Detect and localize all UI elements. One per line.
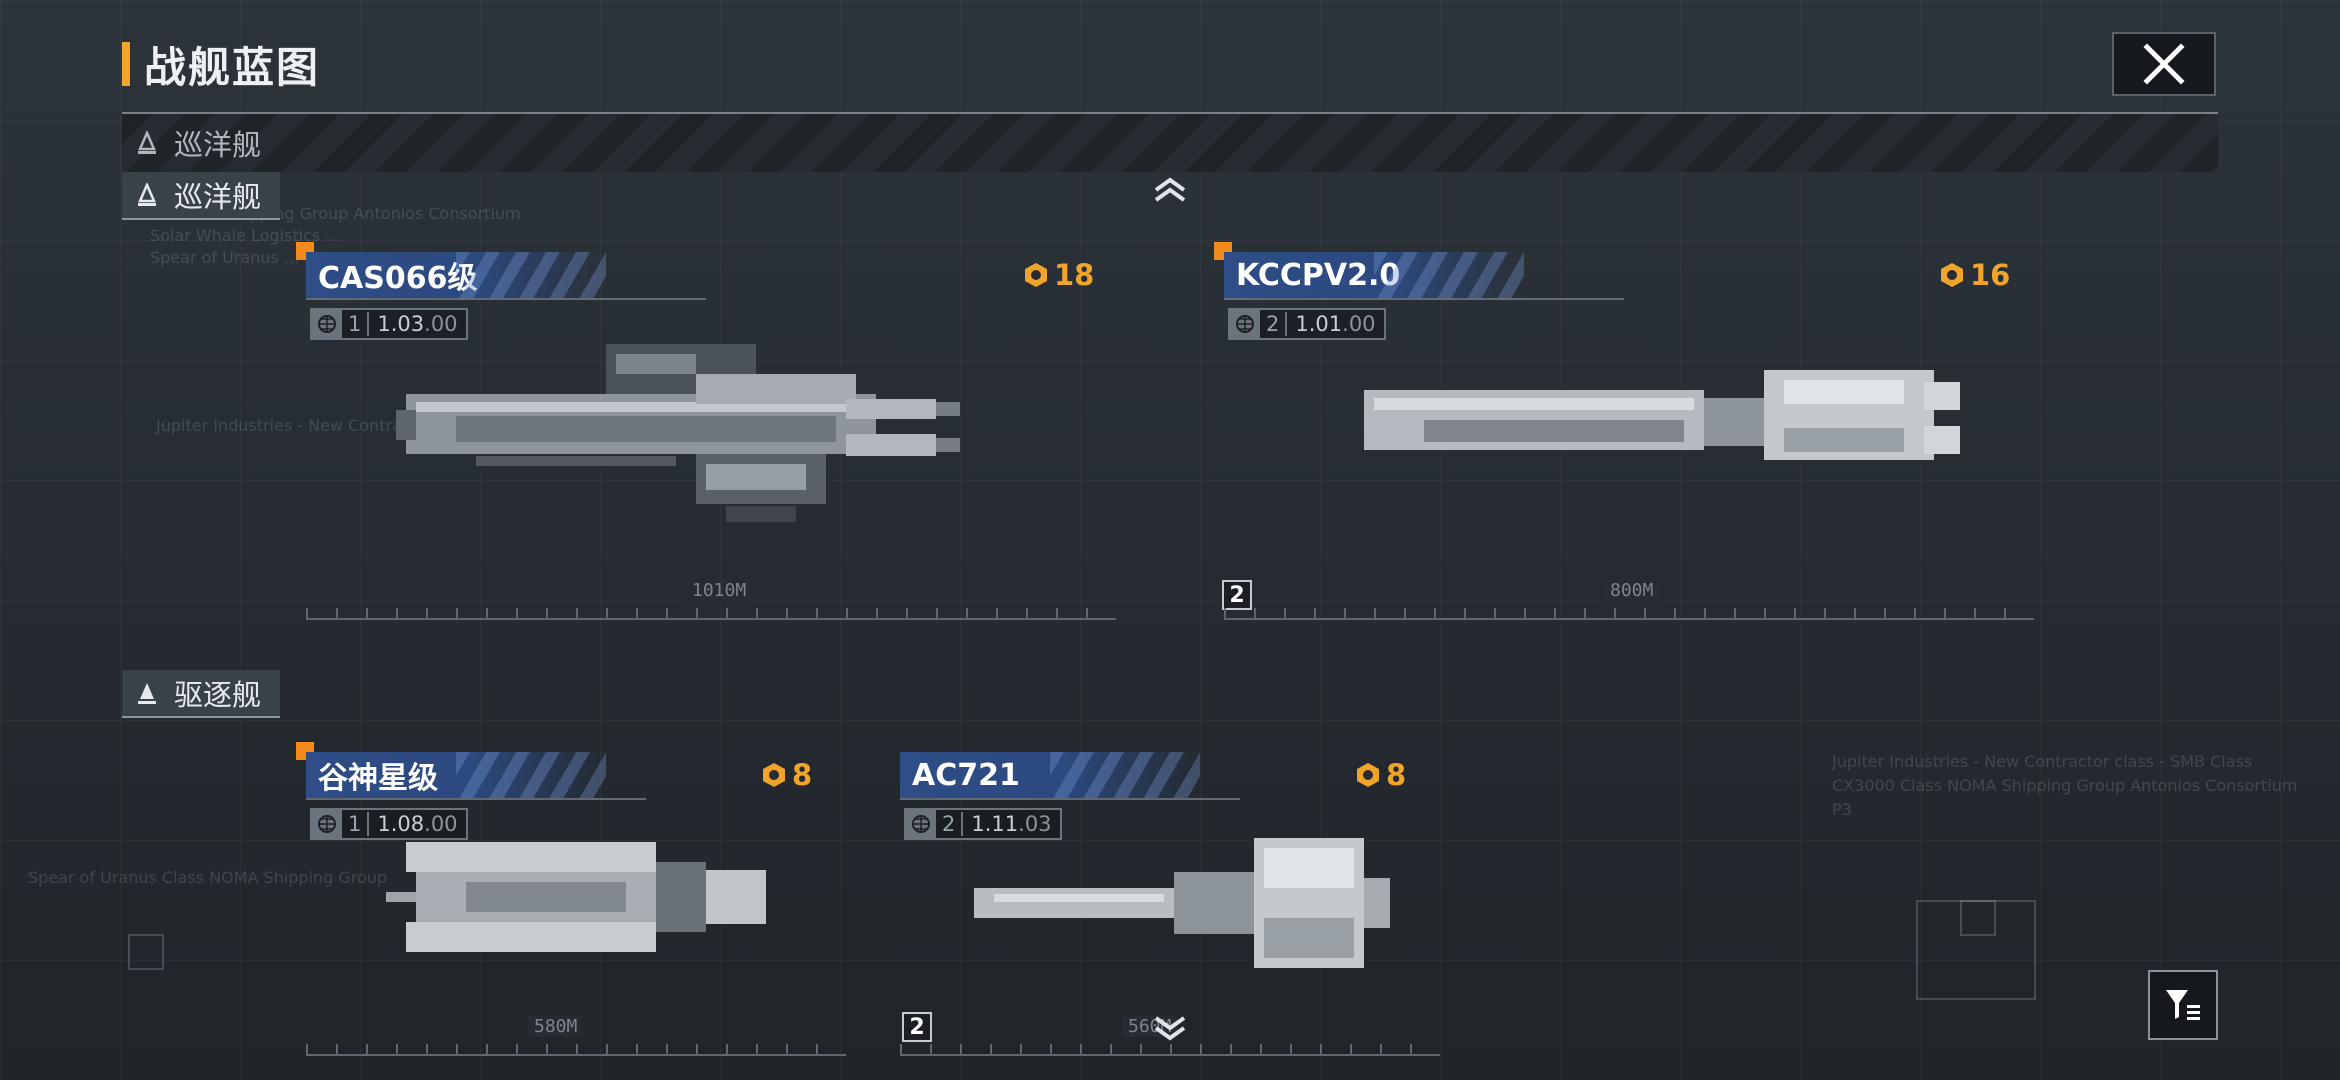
section-label: 驱逐舰 <box>174 678 262 712</box>
ship-cost: 8 <box>1354 758 1406 792</box>
ship-cost-value: 8 <box>1386 758 1407 792</box>
ship-cost: 8 <box>760 758 812 792</box>
ship-length: 1010M <box>686 580 753 601</box>
page-title: 战舰蓝图 <box>144 42 321 92</box>
length-ruler <box>900 1036 1440 1056</box>
background-text: Jupiter Industries - New Contractors ... <box>156 416 463 435</box>
ship-cost-value: 16 <box>1970 258 2011 292</box>
section-tab-cruiser[interactable]: 巡洋舰 <box>122 172 280 220</box>
close-icon <box>2143 43 2185 85</box>
background-text: CX3000 Class NOMA Shipping Group Antonio… <box>1832 776 2298 795</box>
ship-length: 800M <box>1604 580 1660 601</box>
cost-emblem-icon <box>1025 263 1047 287</box>
cost-emblem-icon <box>763 763 785 787</box>
section-label: 巡洋舰 <box>174 180 262 214</box>
ship-tier: 1 <box>342 312 370 336</box>
ship-version-number: 1.01.00 <box>1295 312 1376 336</box>
sticky-category-label: 巡洋舰 <box>174 128 262 162</box>
ship-version: 2 1.01.00 <box>1228 308 1386 340</box>
ship-blueprint-image <box>1364 370 1960 460</box>
cost-emblem-icon <box>1357 763 1379 787</box>
ship-cost-value: 8 <box>792 758 813 792</box>
sticky-category-header[interactable]: 巡洋舰 <box>122 114 2218 172</box>
ship-blueprint-image <box>396 344 960 522</box>
blueprint-frame <box>1916 900 2036 1000</box>
length-ruler <box>306 1036 846 1056</box>
ship-cost: 18 <box>1022 258 1094 292</box>
chevron-down-icon[interactable] <box>1152 1014 1188 1042</box>
ship-blueprint-image <box>386 842 766 952</box>
tier-badge: 2 <box>902 1012 932 1042</box>
ship-name: 谷神星级 <box>306 752 606 798</box>
length-ruler <box>306 600 1116 620</box>
ship-cost: 16 <box>1938 258 2010 292</box>
ship-class-icon <box>138 683 156 704</box>
background-text: Jupiter Industries - New Contractor clas… <box>1832 752 2253 771</box>
background-text: P3 <box>1832 800 1852 819</box>
cost-emblem-icon <box>1941 263 1963 287</box>
globe-icon <box>312 310 342 338</box>
name-underline <box>900 798 1240 800</box>
close-button[interactable] <box>2112 32 2216 96</box>
background-text: Solar Whale Logistics ... <box>150 226 341 245</box>
ship-class-icon <box>138 183 156 206</box>
chevron-up-icon[interactable] <box>1152 176 1188 204</box>
name-underline <box>306 298 706 300</box>
blueprint-frame <box>1960 900 1996 936</box>
ship-card-kccpv2[interactable]: KCCPV2.0 16 2 1.01.00 2 800M <box>1214 242 2034 632</box>
globe-icon <box>312 810 342 838</box>
ship-version-number: 1.11.03 <box>971 812 1052 836</box>
globe-icon <box>1230 310 1260 338</box>
ship-name: AC721 <box>900 752 1200 798</box>
ship-version-number: 1.03.00 <box>377 312 458 336</box>
ship-name: KCCPV2.0 <box>1224 252 1524 298</box>
ship-version: 1 1.03.00 <box>310 308 468 340</box>
ship-cost-value: 18 <box>1054 258 1095 292</box>
background-text: Spear of Uranus Class NOMA Shipping Grou… <box>28 868 388 887</box>
name-underline <box>306 798 646 800</box>
ship-name: CAS066级 <box>306 252 606 298</box>
ship-version: 2 1.11.03 <box>904 808 1062 840</box>
ship-card-ac721[interactable]: AC721 8 2 1.11.03 2 560M <box>900 752 1440 1062</box>
title-accent <box>122 42 130 86</box>
section-tab-destroyer[interactable]: 驱逐舰 <box>122 670 280 718</box>
ship-class-icon <box>138 131 156 154</box>
globe-icon <box>906 810 936 838</box>
ship-card-cas066[interactable]: CAS066级 18 1 1.03.00 1010M <box>296 242 1116 632</box>
ship-tier: 2 <box>936 812 964 836</box>
ship-blueprint-image <box>974 838 1390 968</box>
ship-version-number: 1.08.00 <box>377 812 458 836</box>
ship-tier: 1 <box>342 812 370 836</box>
ship-version: 1 1.08.00 <box>310 808 468 840</box>
filter-button[interactable] <box>2148 970 2218 1040</box>
ship-length: 580M <box>528 1016 584 1037</box>
blueprint-frame <box>128 934 164 970</box>
name-underline <box>1224 298 1624 300</box>
background-text: Spear of Uranus ... <box>150 248 300 267</box>
length-ruler <box>1224 600 2034 620</box>
page-title-bar: 战舰蓝图 <box>122 36 320 92</box>
ship-card-ceres[interactable]: 谷神星级 8 1 1.08.00 580M <box>296 742 846 1062</box>
header-divider <box>122 112 2218 114</box>
ship-tier: 2 <box>1260 312 1288 336</box>
filter-icon <box>2166 990 2200 1020</box>
